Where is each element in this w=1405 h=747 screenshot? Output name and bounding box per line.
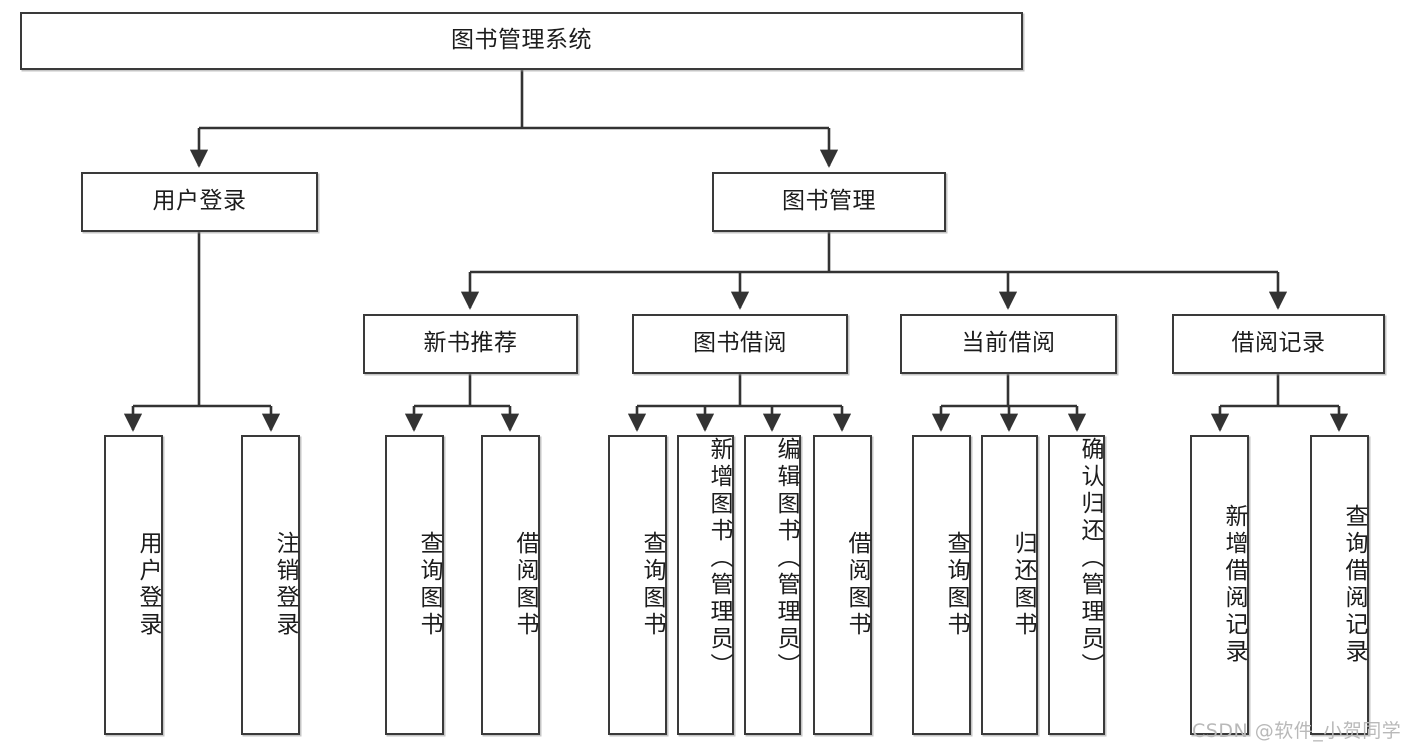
- node-leaf-confirm-return-admin[interactable]: 确认归还（管理员）: [1048, 435, 1105, 735]
- node-leaf-add-borrow-record-label: 新增借阅记录: [1221, 504, 1247, 666]
- node-leaf-logout[interactable]: 注销登录: [241, 435, 300, 735]
- node-leaf-query-borrow-record-label: 查询借阅记录: [1341, 504, 1367, 666]
- node-borrow-record[interactable]: 借阅记录: [1172, 314, 1385, 374]
- node-leaf-borrow-book-recommend-label: 借阅图书: [512, 531, 538, 639]
- node-leaf-query-book-recommend[interactable]: 查询图书: [385, 435, 444, 735]
- node-leaf-query-book-borrow[interactable]: 查询图书: [608, 435, 667, 735]
- node-book-borrow-label: 图书借阅: [693, 330, 787, 357]
- node-leaf-add-book-admin[interactable]: 新增图书（管理员）: [677, 435, 734, 735]
- node-leaf-edit-book-admin-label: 编辑图书（管理员）: [773, 437, 799, 680]
- node-user-login-label: 用户登录: [152, 188, 247, 215]
- node-root-system[interactable]: 图书管理系统: [20, 12, 1023, 70]
- node-new-book-recommend[interactable]: 新书推荐: [363, 314, 578, 374]
- node-leaf-query-book-current-label: 查询图书: [943, 531, 969, 639]
- node-leaf-query-book-current[interactable]: 查询图书: [912, 435, 971, 735]
- node-leaf-lend-book[interactable]: 借阅图书: [813, 435, 872, 735]
- node-current-borrow[interactable]: 当前借阅: [900, 314, 1117, 374]
- node-book-management[interactable]: 图书管理: [712, 172, 946, 232]
- node-borrow-record-label: 借阅记录: [1231, 330, 1326, 357]
- node-leaf-borrow-book-recommend[interactable]: 借阅图书: [481, 435, 540, 735]
- node-book-management-label: 图书管理: [782, 188, 876, 215]
- node-leaf-user-login-label: 用户登录: [135, 531, 161, 639]
- node-leaf-add-book-admin-label: 新增图书（管理员）: [706, 437, 732, 680]
- node-book-borrow[interactable]: 图书借阅: [632, 314, 848, 374]
- node-leaf-add-borrow-record[interactable]: 新增借阅记录: [1190, 435, 1249, 735]
- node-leaf-return-book-label: 归还图书: [1010, 531, 1036, 639]
- node-leaf-query-book-recommend-label: 查询图书: [416, 531, 442, 639]
- node-root-system-label: 图书管理系统: [451, 27, 592, 54]
- node-leaf-user-login[interactable]: 用户登录: [104, 435, 163, 735]
- node-current-borrow-label: 当前借阅: [961, 330, 1056, 357]
- node-leaf-edit-book-admin[interactable]: 编辑图书（管理员）: [744, 435, 801, 735]
- node-leaf-query-book-borrow-label: 查询图书: [639, 531, 665, 639]
- node-leaf-query-borrow-record[interactable]: 查询借阅记录: [1310, 435, 1369, 735]
- node-leaf-confirm-return-admin-label: 确认归还（管理员）: [1077, 437, 1103, 680]
- node-user-login[interactable]: 用户登录: [81, 172, 318, 232]
- node-new-book-recommend-label: 新书推荐: [423, 330, 518, 357]
- csdn-watermark: CSDN @软件_小贺同学: [1192, 720, 1402, 742]
- node-leaf-return-book[interactable]: 归还图书: [981, 435, 1038, 735]
- node-leaf-logout-label: 注销登录: [272, 531, 298, 639]
- node-leaf-lend-book-label: 借阅图书: [844, 531, 870, 639]
